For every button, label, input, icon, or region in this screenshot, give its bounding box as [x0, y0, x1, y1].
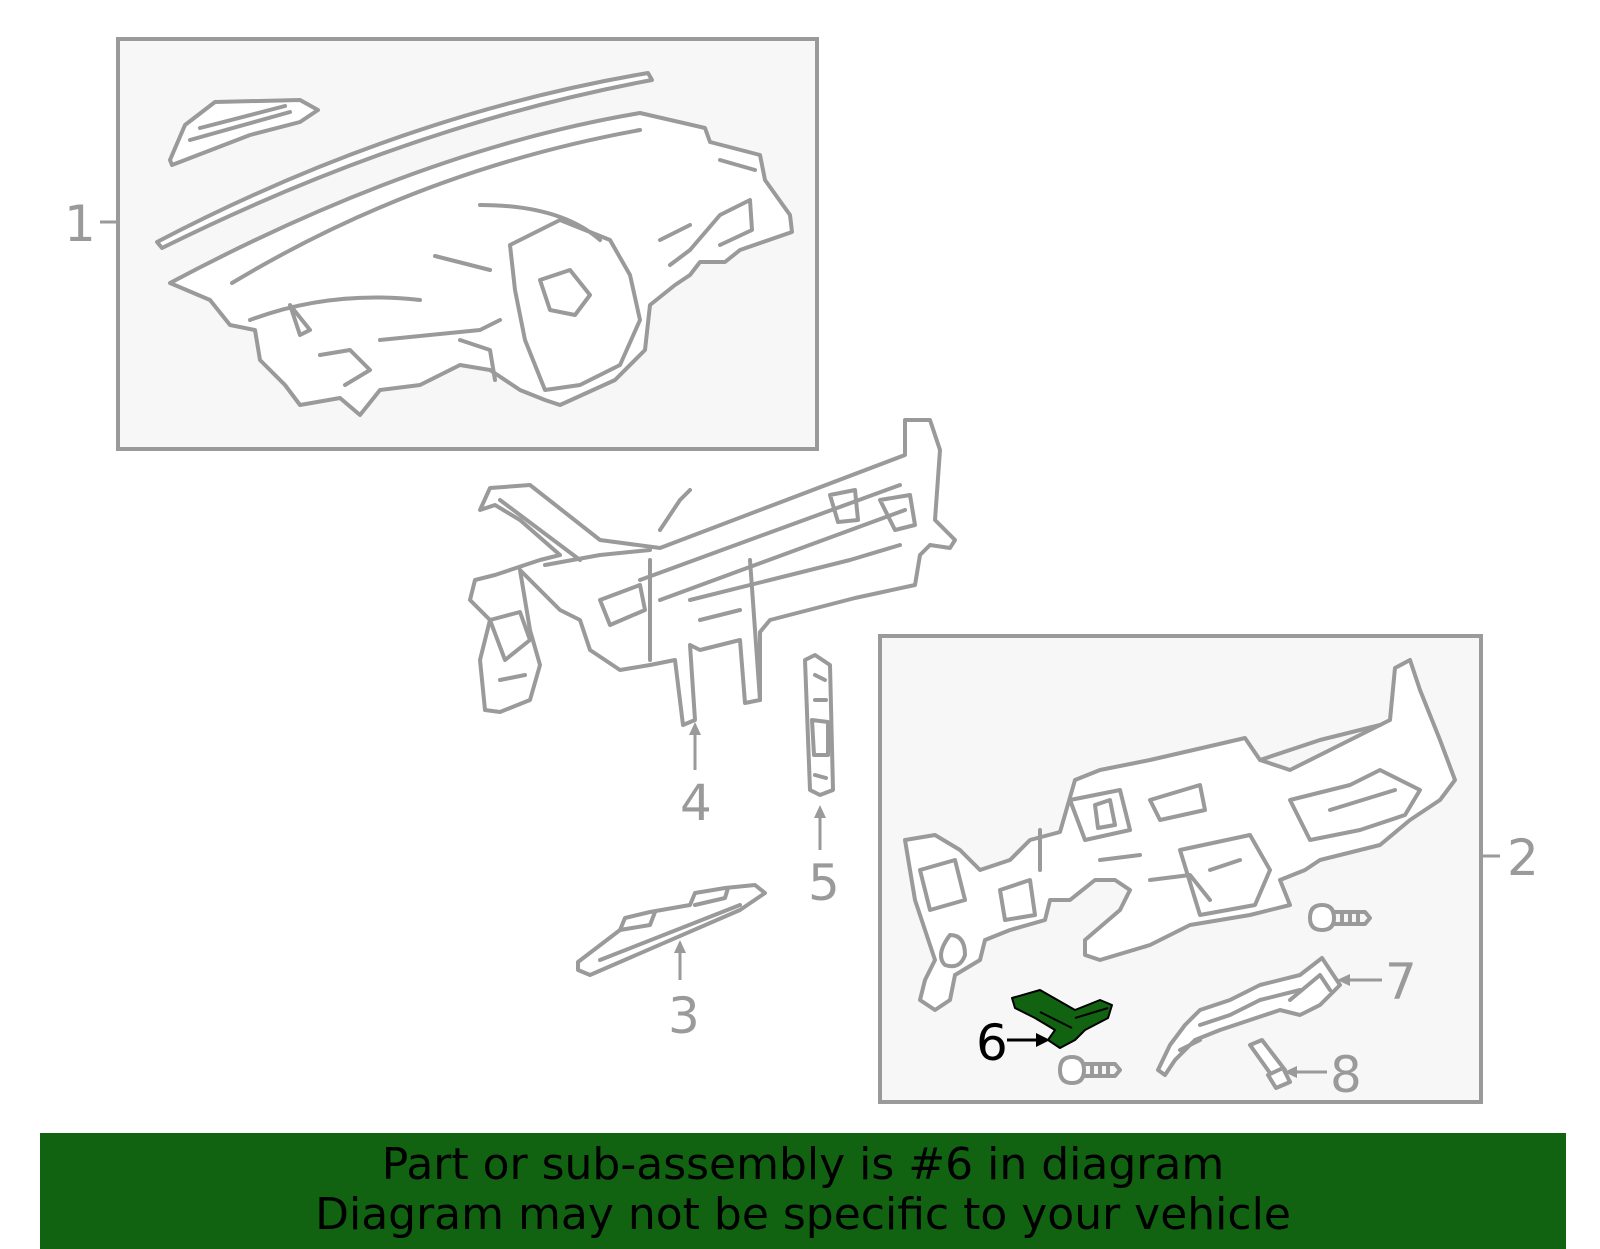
banner-line-1: Part or sub-assembly is #6 in diagram [381, 1139, 1225, 1190]
part-6-highlighted [1011, 989, 1113, 1049]
part-4-cross-beam: 4 [468, 418, 957, 832]
callout-label-1: 1 [64, 195, 96, 253]
callout-label-6: 6 [976, 1014, 1008, 1072]
callout-label-3: 3 [668, 987, 700, 1045]
part-1-box: 1 [64, 37, 819, 451]
callout-label-2: 2 [1507, 829, 1539, 887]
callout-label-5: 5 [808, 854, 840, 912]
callout-label-7: 7 [1385, 953, 1417, 1011]
info-banner: Part or sub-assembly is #6 in diagram Di… [40, 1133, 1566, 1249]
callout-label-4: 4 [680, 774, 712, 832]
part-5-bracket: 5 [803, 653, 840, 912]
banner-line-2: Diagram may not be specific to your vehi… [315, 1189, 1291, 1240]
callout-label-8: 8 [1330, 1046, 1362, 1104]
part-3-reinforcement: 3 [576, 883, 767, 1045]
part-2-box: 2 7 8 6 [878, 634, 1539, 1104]
